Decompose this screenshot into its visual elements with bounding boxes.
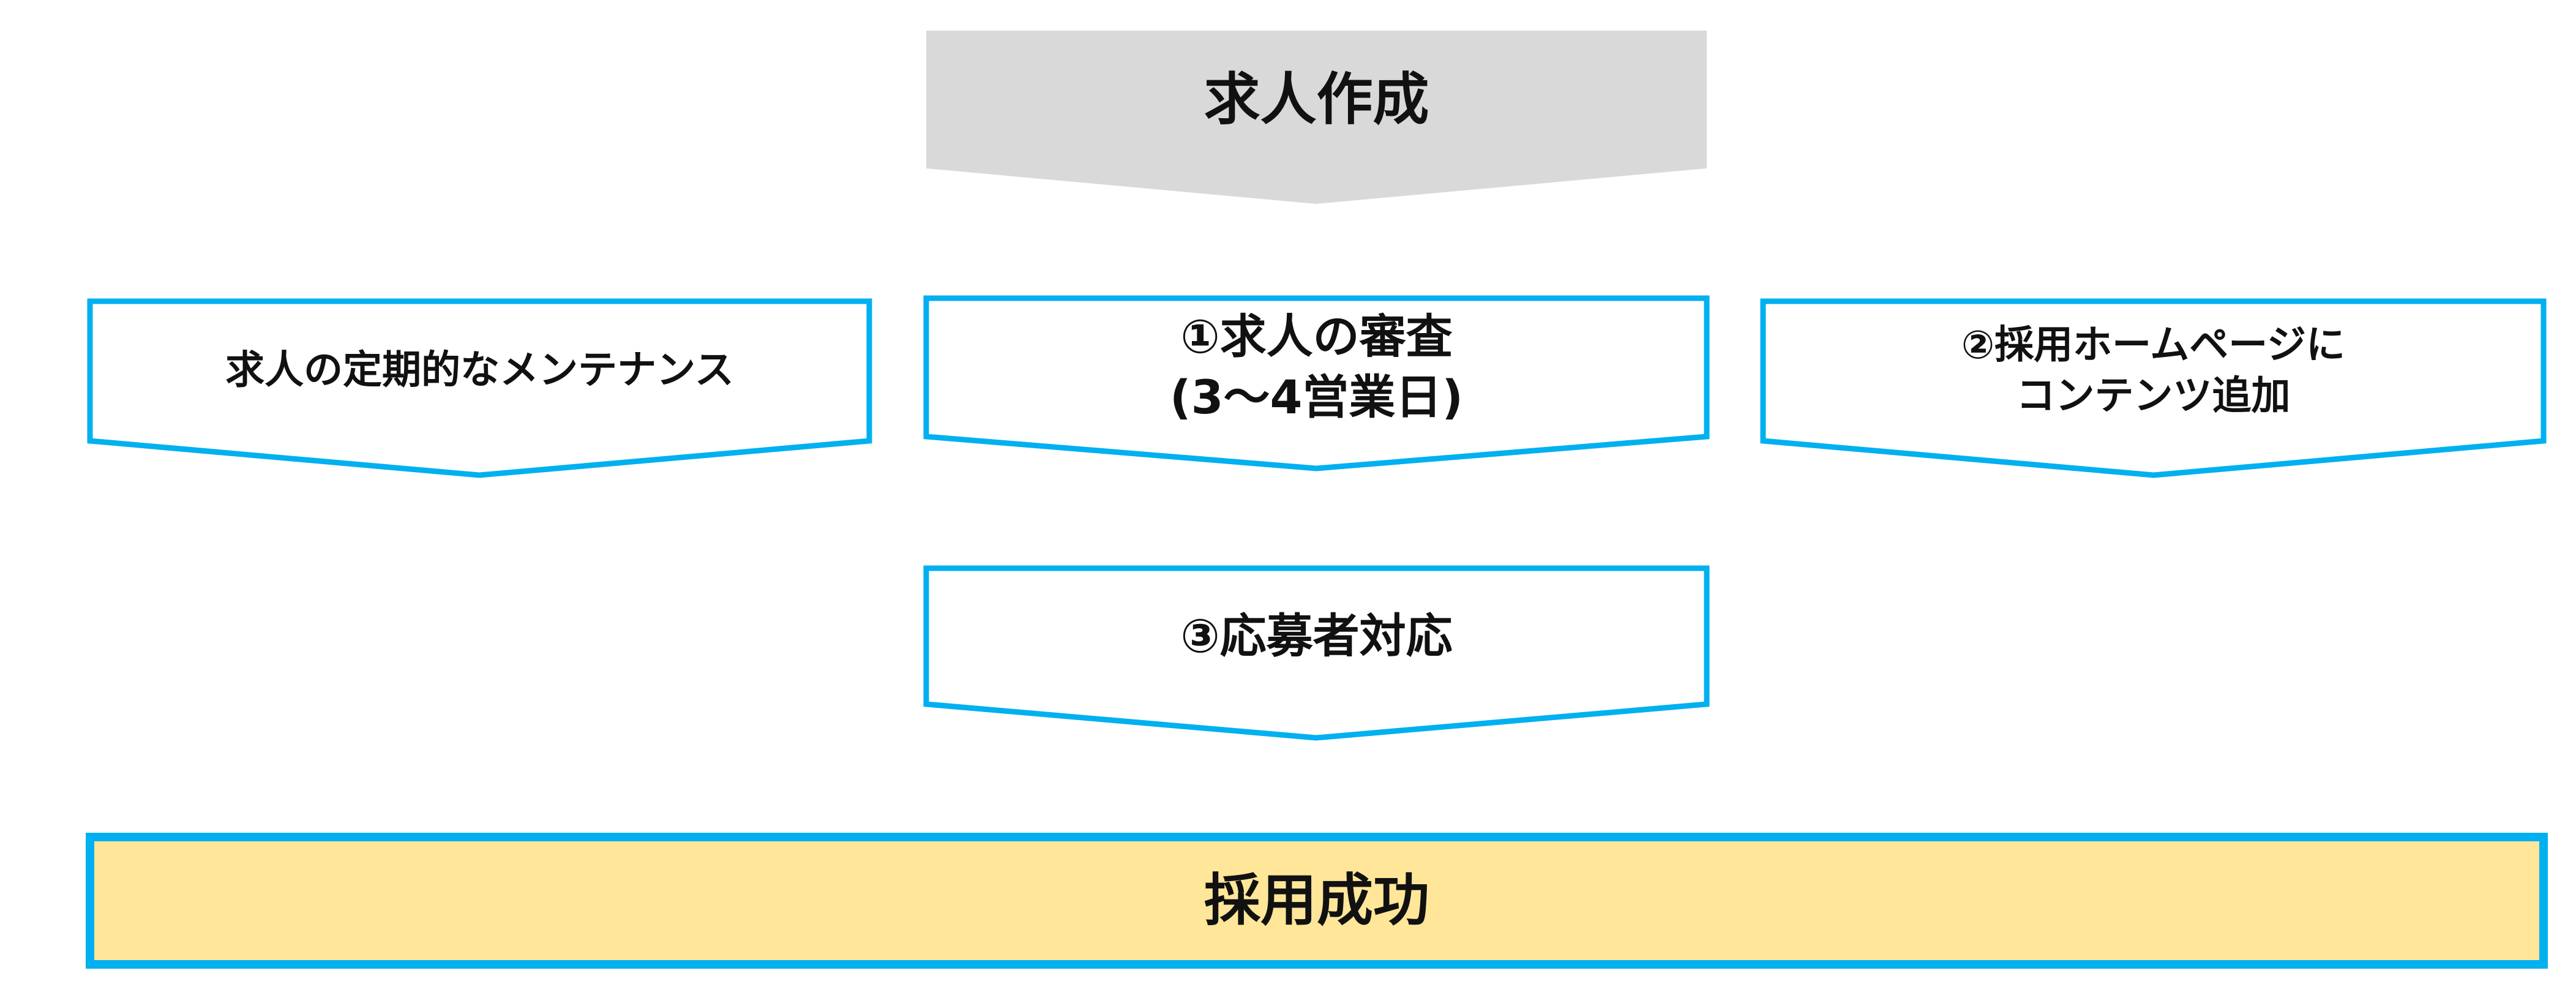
job-creation-text: 求人作成 [1204, 66, 1429, 132]
maintenance-text: 求人の定期的なメンテナンス [225, 348, 734, 394]
applicant-text: ③応募者対応 [1180, 608, 1453, 663]
maintenance-shape [87, 298, 872, 478]
review-label: ①求人の審査 (3〜4営業日) [926, 298, 1707, 437]
success-text: 採用成功 [1204, 868, 1429, 934]
success-shape [86, 833, 2548, 969]
success-label: 採用成功 [90, 837, 2544, 964]
applicant-shape [923, 565, 1710, 741]
homepage-line-1: ②採用ホームページに [1961, 322, 2345, 368]
review-line-1: ①求人の審査 [1180, 309, 1453, 364]
applicant-label: ③応募者対応 [926, 568, 1707, 704]
job-creation-label: 求人作成 [926, 31, 1707, 168]
job-creation-shape [926, 31, 1707, 204]
review-line-2: (3〜4営業日) [1169, 370, 1464, 424]
homepage-shape [1760, 298, 2547, 478]
homepage-line-2: コンテンツ追加 [2016, 374, 2291, 419]
review-shape [923, 295, 1710, 471]
maintenance-label: 求人の定期的なメンテナンス [90, 301, 869, 441]
homepage-label: ②採用ホームページに コンテンツ追加 [1763, 301, 2544, 441]
